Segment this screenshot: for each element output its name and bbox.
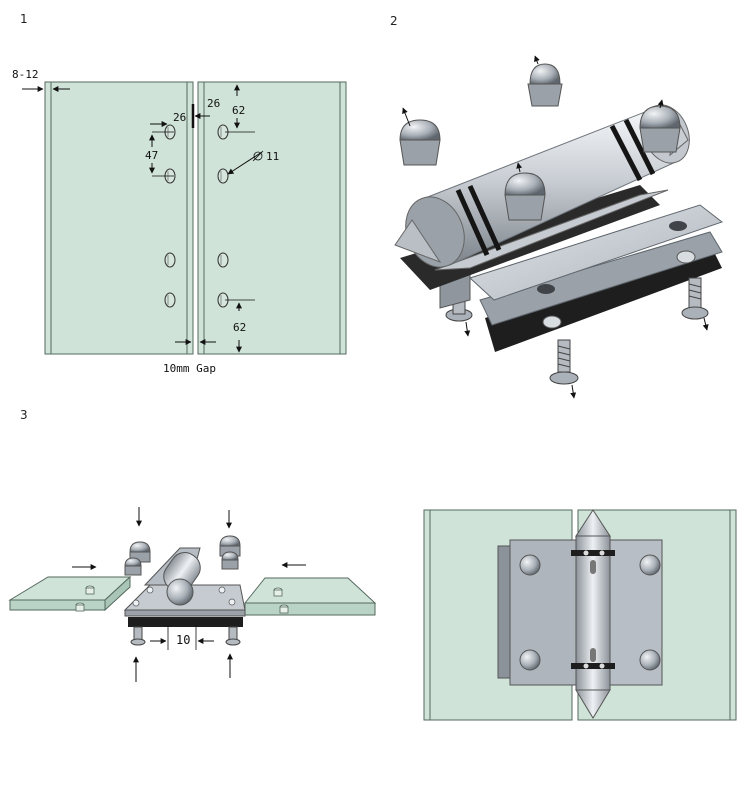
dim-bottom-offset: 62 bbox=[233, 321, 246, 334]
panel-1-drilling-drawing: 8-12 26 26 62 47 11 62 10mm Gap bbox=[12, 68, 347, 375]
dim-top-offset: 62 bbox=[232, 104, 245, 117]
left-glass-panel bbox=[44, 81, 194, 355]
assembly-nuts bbox=[124, 535, 241, 576]
upper-plate bbox=[469, 204, 724, 301]
panel-3-assembly: 10 bbox=[8, 507, 377, 682]
dim-edge-offset-right: 26 bbox=[207, 97, 220, 110]
bolts bbox=[445, 277, 709, 385]
step-3-number: 3 bbox=[20, 408, 28, 422]
assembly-gap-dim: 10 bbox=[176, 633, 190, 647]
dim-edge-offset-left: 26 bbox=[173, 111, 186, 124]
dim-glass-thickness: 8-12 bbox=[12, 68, 39, 81]
lower-gasket bbox=[485, 248, 722, 352]
panel-4-installed-hinge bbox=[423, 509, 737, 721]
panel-2-exploded-hinge bbox=[394, 55, 724, 399]
lower-plate bbox=[479, 231, 723, 326]
gap-label: 10mm Gap bbox=[163, 362, 216, 375]
step-2-number: 2 bbox=[390, 14, 398, 28]
right-glass-pane bbox=[243, 577, 377, 604]
gasket-strip bbox=[128, 617, 243, 627]
dim-hole-spacing: 47 bbox=[145, 149, 158, 162]
dim-hole-diameter: 11 bbox=[266, 150, 279, 163]
installed-barrel bbox=[571, 509, 615, 719]
installed-cap-nuts bbox=[519, 554, 661, 671]
right-glass-panel bbox=[197, 81, 347, 355]
step-1-number: 1 bbox=[20, 12, 28, 26]
